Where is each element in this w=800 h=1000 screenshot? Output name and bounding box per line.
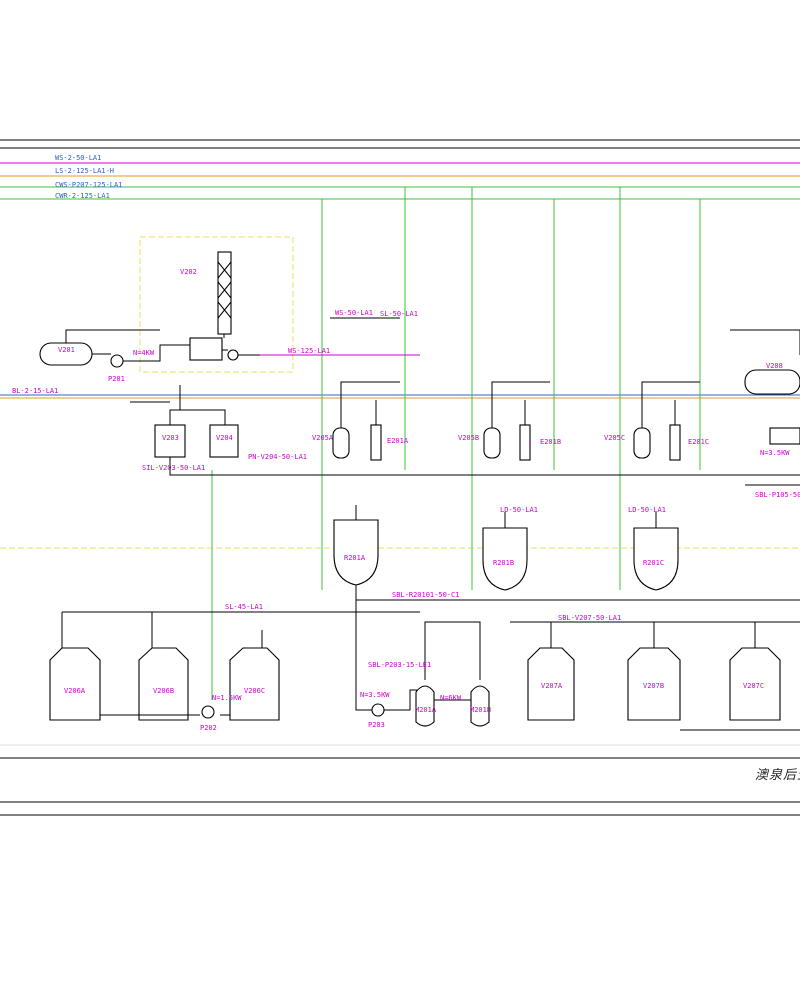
v207b-tank <box>627 647 681 721</box>
right-pipes <box>730 329 800 486</box>
motor-4-label: N=6KW <box>440 694 462 702</box>
p203-label: P203 <box>368 721 385 729</box>
r201a-reactor <box>333 519 379 586</box>
r201b-label: R201B <box>493 559 514 567</box>
v206b-label: V206B <box>153 687 174 695</box>
ld-a-label: LD-50-LA1 <box>500 506 538 514</box>
v207c-tank <box>729 647 781 721</box>
header-ls-label: LS-2-125-LA1-H <box>55 167 114 175</box>
v202-vessel <box>189 337 223 361</box>
right-pump-box <box>769 427 800 445</box>
v202-label: V202 <box>180 268 197 276</box>
v205b-label: V205B <box>458 434 479 442</box>
e201a-exchanger <box>370 424 382 461</box>
header-cws-label: CWS-P207-125-LA1 <box>55 181 122 189</box>
v205b-vessel <box>483 427 501 459</box>
header-cwr-label: CWR-2-125-LA1 <box>55 192 110 200</box>
v206-pipes <box>61 612 263 716</box>
sbl-p203-label: SBL-P203-15-LE1 <box>368 661 431 669</box>
v205c-vessel <box>633 427 651 459</box>
v207a-tank <box>527 647 575 721</box>
e201c-label: E201C <box>688 438 709 446</box>
v201-label: V201 <box>58 346 75 354</box>
e201b-label: E201B <box>540 438 561 446</box>
unit-boundary <box>139 236 294 373</box>
e201b-exchanger <box>519 424 531 461</box>
drawing-title-fragment: 澳泉后生 <box>755 768 800 783</box>
p203-pump <box>371 703 385 717</box>
motor-5-label: N=3.5KW <box>760 449 790 457</box>
v207a-label: V207A <box>541 682 563 690</box>
v207-feed-pipes <box>510 621 800 648</box>
m201b-vessel <box>470 685 490 727</box>
train-b-pipes <box>491 381 550 428</box>
header-ws-label: WS-2-50-LA1 <box>55 154 101 162</box>
process-header <box>169 457 800 476</box>
v204-label: V204 <box>216 434 233 442</box>
r201c-label: R201C <box>643 559 664 567</box>
sbl-v207-label: SBL-V207-50-LA1 <box>558 614 621 622</box>
train-c-pipes <box>641 381 700 428</box>
v201-outlet-pipe <box>92 344 190 362</box>
motor-1-label: N=4KW <box>133 349 155 357</box>
p202-pump <box>201 705 215 719</box>
ld-b-label: LD-50-LA1 <box>628 506 666 514</box>
r201c-reactor <box>633 527 679 591</box>
v205a-vessel <box>332 427 350 459</box>
feed-v203-label: SIL-V203-50-LA1 <box>142 464 205 472</box>
p201-pump <box>110 354 124 368</box>
vent-line-label: SL-50-LA1 <box>380 310 418 318</box>
v205c-label: V205C <box>604 434 625 442</box>
v203-v204-pipes <box>130 385 226 425</box>
v208-label: V208 <box>766 362 783 370</box>
m201a-vessel <box>415 685 435 727</box>
r201b-reactor <box>482 527 528 591</box>
fan <box>227 349 239 361</box>
ws50-label: WS-50-LA1 <box>335 309 373 317</box>
sbl-right-label: SBL-P105-50-LA1 <box>755 491 800 499</box>
r201a-label: R201A <box>344 554 366 562</box>
v203-label: V203 <box>162 434 179 442</box>
v201-vent-pipe <box>65 329 160 343</box>
v206a-label: V206A <box>64 687 86 695</box>
motor-2-label: N=1.5KW <box>212 694 242 702</box>
v207b-label: V207B <box>643 682 664 690</box>
bl-main-label: BL-2-15-LA1 <box>12 387 58 395</box>
v204-vessel <box>209 424 239 458</box>
v206c-label: V206C <box>244 687 265 695</box>
p202-label: P202 <box>200 724 217 732</box>
train-a-pipes <box>340 381 400 428</box>
m201b-label: M201B <box>470 706 491 714</box>
short-sl-label: SL-45-LA1 <box>225 603 263 611</box>
v208-tank <box>744 369 800 395</box>
m201-pipes <box>424 621 481 701</box>
v207c-label: V207C <box>743 682 764 690</box>
m201a-label: M201A <box>415 706 437 714</box>
v206b-tank <box>138 647 189 721</box>
sbl-main-label: SBL-R20101-50-C1 <box>392 591 459 599</box>
v206a-tank <box>49 647 101 721</box>
column-packing <box>217 261 232 319</box>
motor-3-label: N=3.5KW <box>360 691 390 699</box>
v206c-tank <box>229 647 280 721</box>
e201c-exchanger <box>669 424 681 461</box>
pn-label: PN-V204-50-LA1 <box>248 453 307 461</box>
p201-label: P201 <box>108 375 125 383</box>
ws-a-label: WS-125-LA1 <box>288 347 330 355</box>
v205a-label: V205A <box>312 434 334 442</box>
e201a-label: E201A <box>387 437 409 445</box>
